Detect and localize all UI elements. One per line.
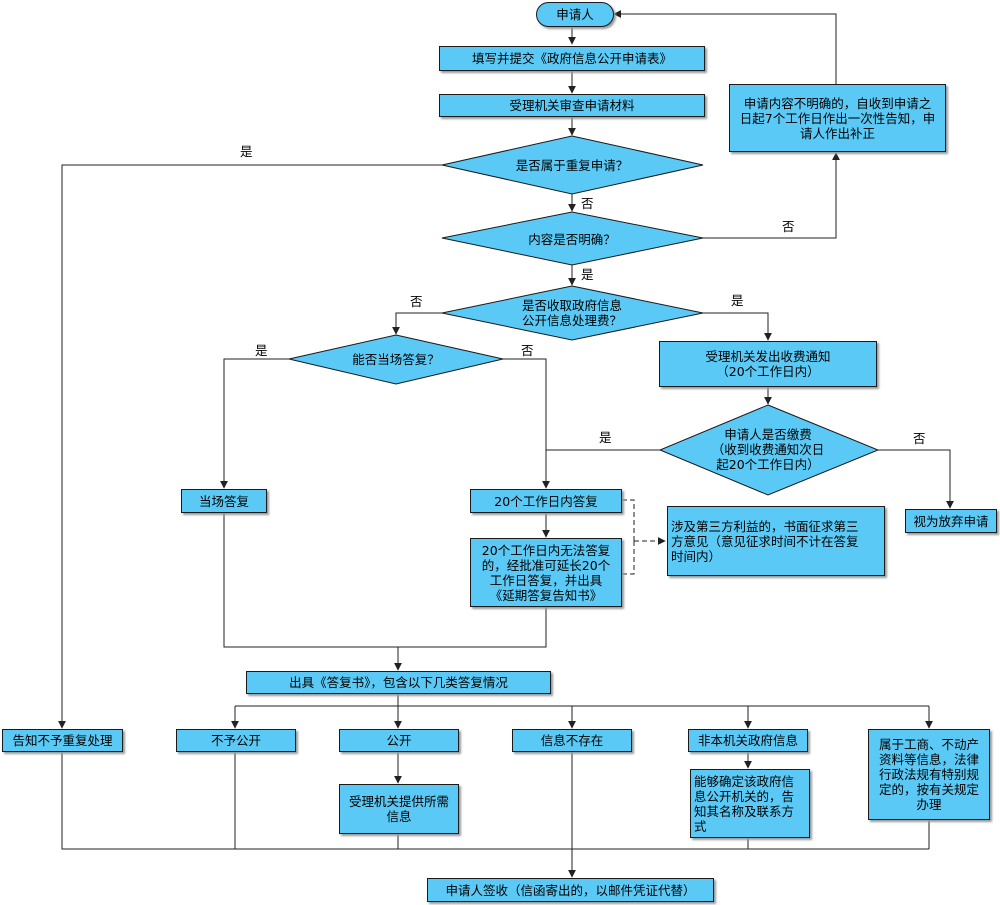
label-paid-no: 否: [913, 431, 926, 446]
label-immediate-no: 否: [521, 343, 534, 358]
label-repeat-no: 否: [581, 196, 594, 211]
edge-immediate-yes: [220, 358, 289, 489]
node-supplement: 申请内容不明确的，自收到申请之 日起7个工作日作出一次性告知，申 请人作出补正: [729, 84, 946, 152]
node-fill-form: 填写并提交《政府信息公开申请表》: [439, 46, 705, 71]
node-special: 属于工商、不动产 资料等信息，法律 行政法规有特别规 定的，按有关规定 办理: [868, 729, 990, 820]
node-no-repeat: 告知不予重复处理: [2, 729, 123, 752]
node-not-our: 非本机关政府信息: [688, 729, 808, 752]
edge-repeat-yes: [58, 164, 442, 729]
decision-immediate-text: 能否当场答复？: [352, 351, 440, 367]
label-immediate-yes: 是: [255, 343, 268, 358]
decision-repeat-text: 是否属于重复申请？: [515, 157, 629, 173]
edge-dashed-extend: [622, 541, 635, 575]
edge-bottom-bus: [61, 752, 929, 850]
edge-dashed-reply20: [622, 499, 635, 541]
decision-paid: [658, 404, 880, 496]
node-fee-notice: 受理机关发出收费通知 （20个工作日内）: [659, 341, 877, 387]
decision-paid-text: 申请人是否缴费 （收到收费通知次日 起20个工作日内）: [711, 426, 825, 472]
edge-clear-no: [702, 152, 840, 239]
node-abandon: 视为放弃申请: [905, 509, 997, 533]
node-not-exist: 信息不存在: [512, 729, 632, 752]
edge-fee-no: [392, 312, 442, 335]
edge-immediate-join: [223, 513, 398, 648]
node-extend: 20个工作日内无法答复 的，经批准可延长20个 工作日答复，并出具 《延期答复告…: [470, 538, 622, 607]
decision-fee-text: 是否收取政府信息 公开信息处理费？: [521, 298, 622, 328]
edge-supplement-start: [613, 10, 837, 84]
node-reply-doc: 出具《答复书》，包含以下几类答复情况: [246, 671, 551, 694]
edge-paid-no: [878, 449, 954, 509]
decision-repeat: [441, 135, 704, 195]
node-public: 公开: [339, 729, 459, 752]
label-clear-no: 否: [782, 219, 795, 234]
connector-lines: [58, 10, 954, 878]
node-sign: 申请人签收（信函寄出的，以邮件凭证代替）: [427, 878, 714, 902]
node-provide-info: 受理机关提供所需 信息: [339, 784, 459, 834]
decision-fee: [441, 285, 704, 341]
decision-clear: [441, 211, 704, 266]
decision-immediate: [288, 334, 504, 385]
decision-clear-text: 内容是否明确？: [528, 231, 616, 247]
node-immediate-reply: 当场答复: [181, 489, 267, 513]
edge-fee-yes: [702, 312, 772, 341]
edge-immediate-no: [503, 358, 550, 489]
decisions: [288, 135, 880, 496]
edge-extend-join: [398, 607, 547, 648]
node-start: 申请人: [536, 2, 614, 27]
node-reply-20: 20个工作日内答复: [470, 489, 622, 513]
label-repeat-yes: 是: [240, 144, 253, 159]
label-fee-no: 否: [410, 294, 423, 309]
node-other-agency: 能够确定该政府信 息公开机关的，告 知其名称及联系方 式: [690, 769, 810, 838]
node-review: 受理机关审查申请材料: [439, 94, 705, 117]
label-clear-yes: 是: [581, 267, 594, 282]
node-not-public: 不予公开: [176, 729, 296, 752]
label-fee-yes: 是: [731, 293, 744, 308]
node-third-party: 涉及第三方利益的，书面征求第三 方意见（意见征求时间不计在答复 时间内）: [667, 506, 885, 576]
label-paid-yes: 是: [599, 430, 612, 445]
